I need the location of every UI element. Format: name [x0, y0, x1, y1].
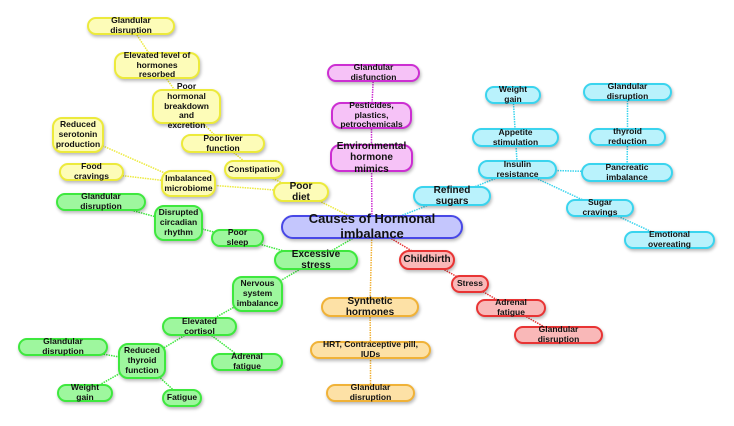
appetite-stimulation-node[interactable]: Appetite stimulation	[472, 127, 559, 147]
food-cravings-node[interactable]: Food cravings	[59, 161, 124, 181]
thyroid-reduction-node[interactable]: thyroid reduction	[589, 126, 666, 146]
root-node[interactable]: Causes of Hormonal imbalance	[281, 211, 463, 241]
emotional-overeating-node[interactable]: Emotional overeating	[624, 229, 715, 249]
glandular-disruption-node[interactable]: Glandular disruption	[514, 324, 603, 344]
hrt-contraceptive-node[interactable]: HRT, Contraceptive pill, IUDs	[310, 339, 431, 359]
reduced-serotonin-node[interactable]: Reduced serotonin production	[52, 117, 104, 153]
constipation-node[interactable]: Constipation	[224, 160, 284, 179]
glandular-disfunction-node[interactable]: Glandular disfunction	[327, 62, 420, 82]
weight-gain-node[interactable]: Weight gain	[485, 84, 541, 104]
glandular-disruption-node[interactable]: Glandular disruption	[18, 336, 108, 356]
imbalanced-microbiome-node[interactable]: Imbalanced microbiome	[161, 170, 216, 197]
poor-liver-function-node[interactable]: Poor liver function	[181, 133, 265, 153]
disrupted-circadian-rhythm-node[interactable]: Disrupted circadian rhythm	[154, 205, 203, 241]
sugar-cravings-node[interactable]: Sugar cravings	[566, 197, 634, 217]
elevated-cortisol-node[interactable]: Elevated cortisol	[162, 316, 237, 336]
reduced-thyroid-function-node[interactable]: Reduced thyroid function	[118, 343, 166, 379]
nervous-system-imbalance-node[interactable]: Nervous system imbalance	[232, 276, 283, 312]
poor-diet-node[interactable]: Poor diet	[273, 181, 329, 203]
poor-sleep-node[interactable]: Poor sleep	[211, 227, 264, 247]
adrenal-fatigue-node[interactable]: Adrenal fatigue	[211, 351, 283, 371]
connector-root-synthetic	[369, 226, 373, 308]
glandular-disruption-node[interactable]: Glandular disruption	[56, 191, 146, 211]
glandular-disruption-node[interactable]: Glandular disruption	[326, 382, 415, 402]
stress-node[interactable]: Stress	[451, 275, 489, 293]
pancreatic-imbalance-node[interactable]: Pancreatic imbalance	[581, 162, 673, 182]
fatigue-node[interactable]: Fatigue	[162, 389, 202, 407]
weight-gain-node[interactable]: Weight gain	[57, 382, 113, 402]
elevated-hormones-resorbed-node[interactable]: Elevated level of hormones resorbed	[114, 50, 200, 79]
glandular-disruption-node[interactable]: Glandular disruption	[583, 81, 672, 101]
pesticides-plastics-node[interactable]: Pesticides, plastics, petrochemicals	[331, 100, 412, 129]
insulin-resistance-node[interactable]: Insulin resistance	[478, 159, 557, 179]
synthetic-hormones-node[interactable]: Synthetic hormones	[321, 296, 419, 318]
childbirth-node[interactable]: Childbirth	[399, 250, 455, 270]
adrenal-fatigue-node[interactable]: Adrenal fatigue	[476, 297, 546, 317]
glandular-disruption-node[interactable]: Glandular disruption	[87, 15, 175, 35]
poor-hormonal-breakdown-node[interactable]: Poor hormonal breakdown and excretion	[152, 81, 221, 130]
refined-sugars-node[interactable]: Refined sugars	[413, 185, 491, 207]
environmental-hormone-mimics-node[interactable]: Environmental hormone mimics	[330, 141, 413, 175]
excessive-stress-node[interactable]: Excessive stress	[274, 249, 358, 271]
